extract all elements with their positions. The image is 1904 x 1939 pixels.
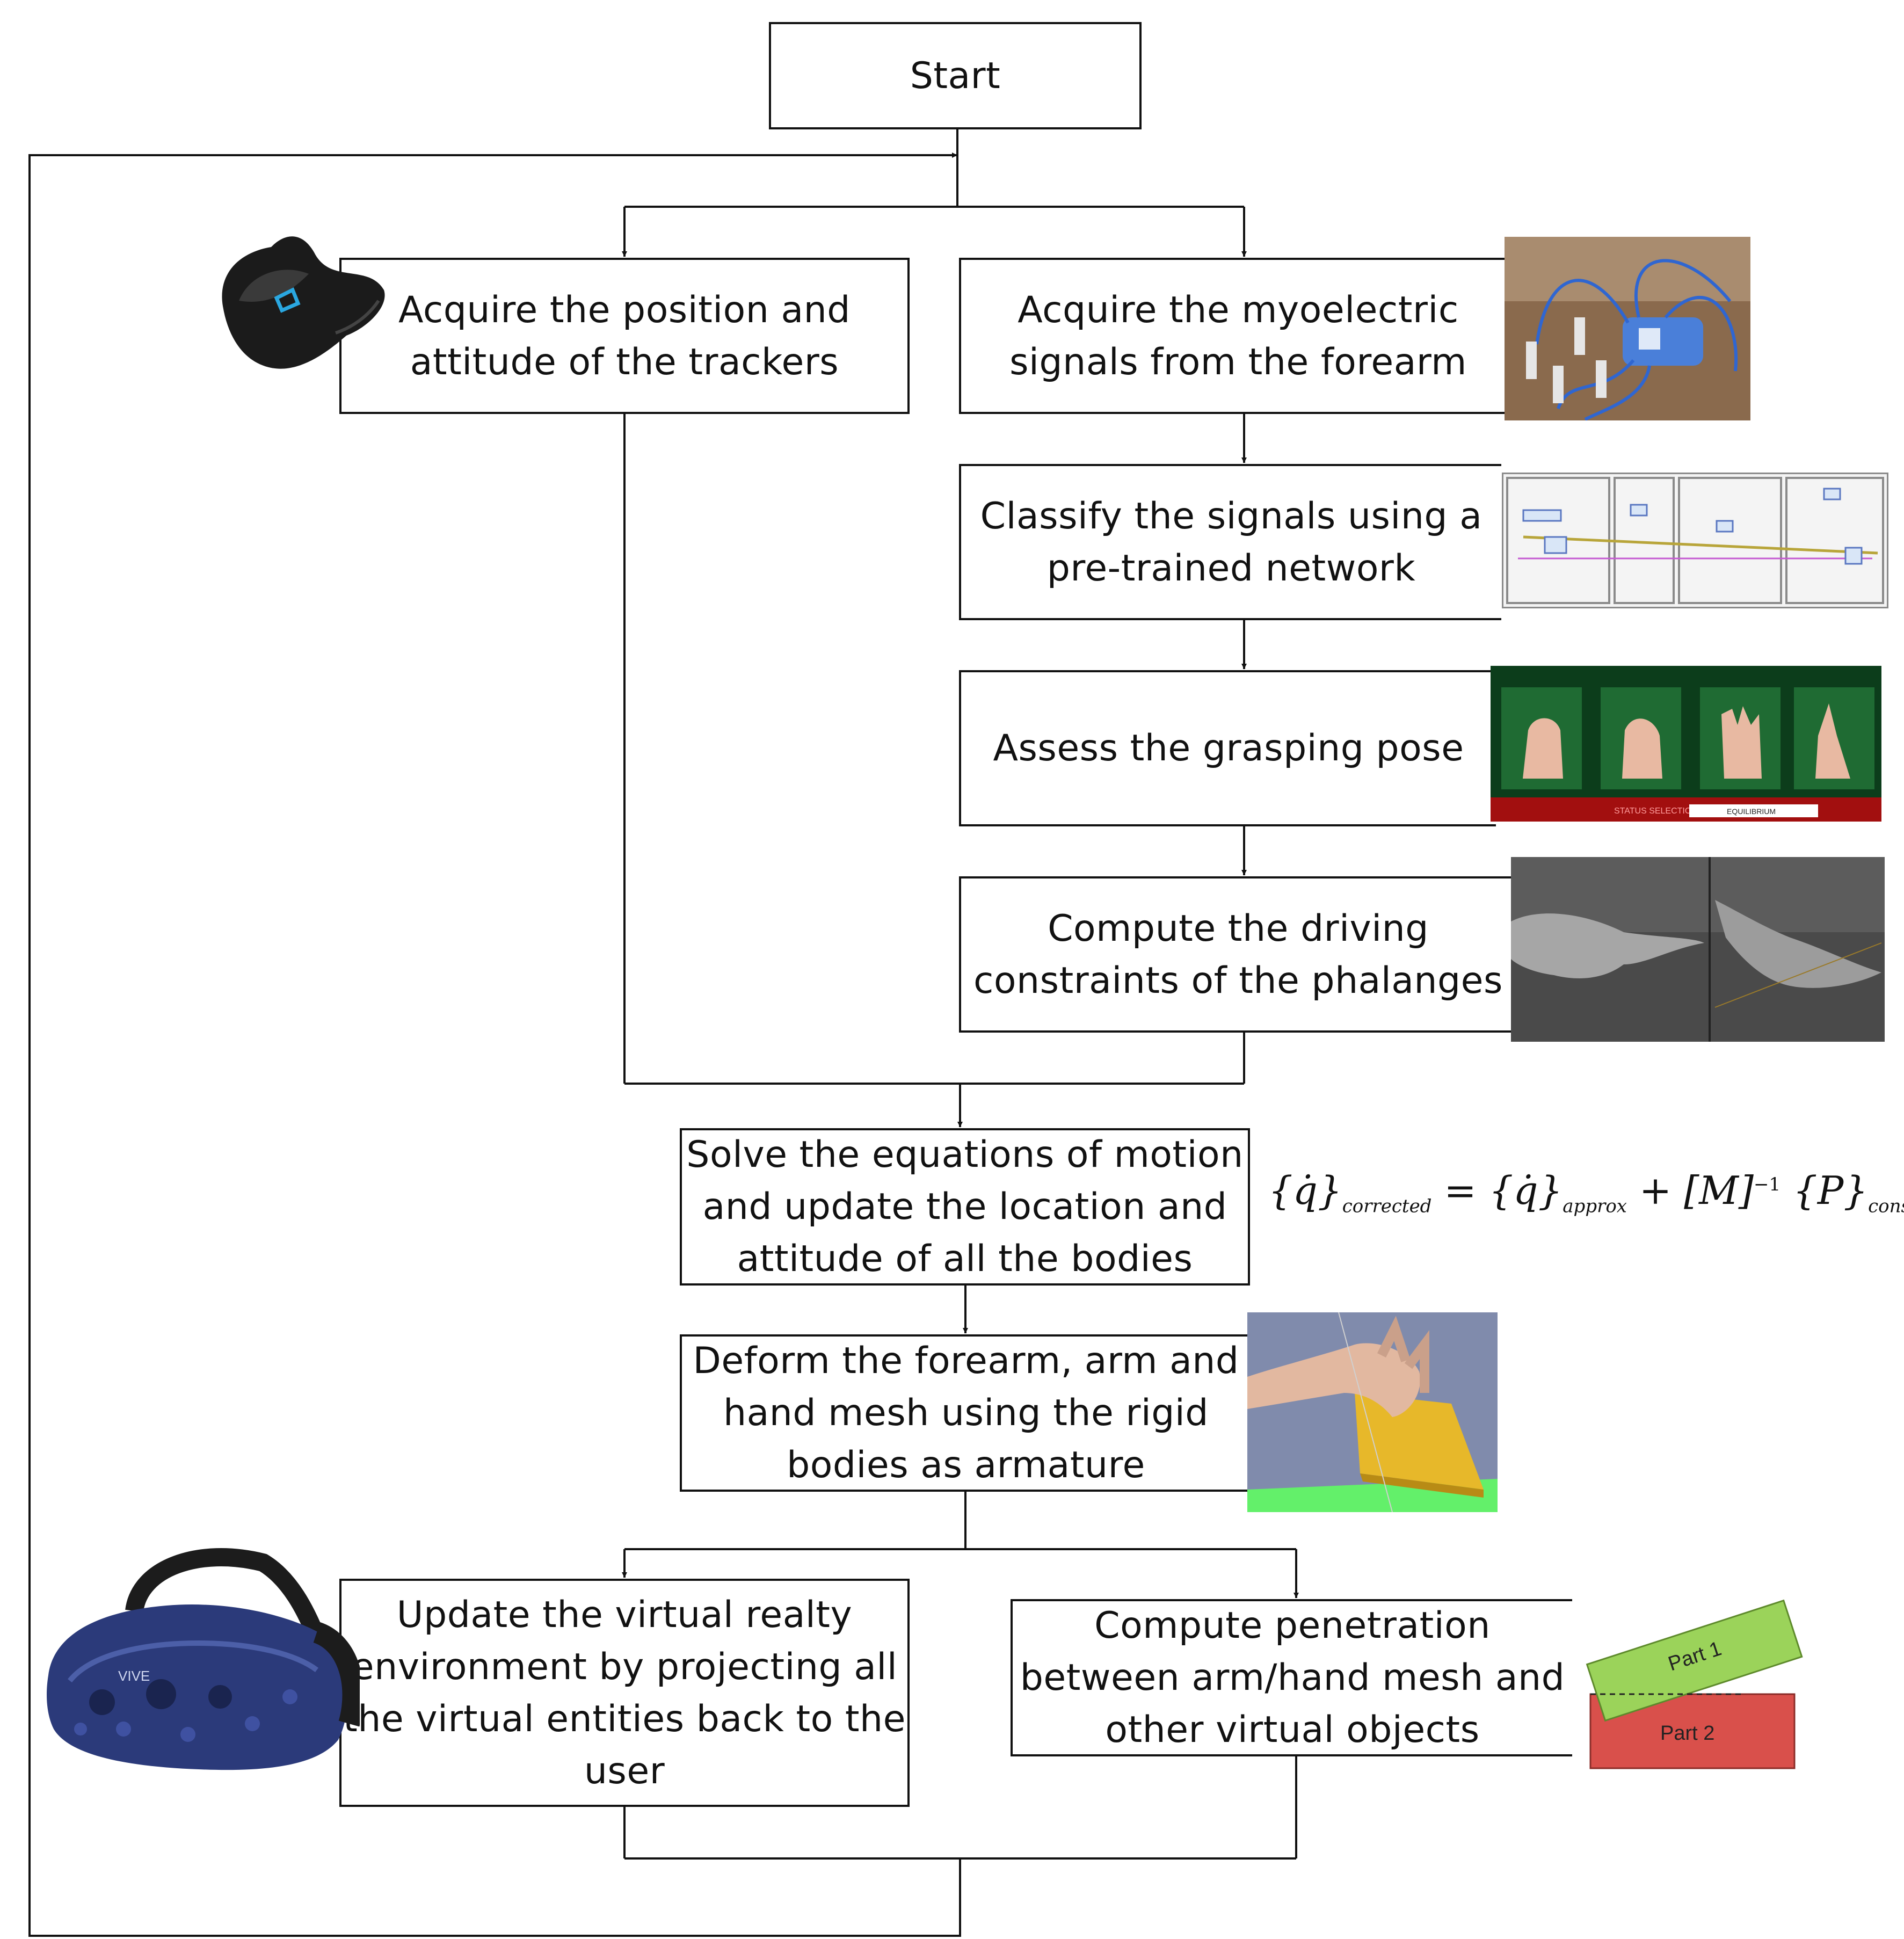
- vive-tracker-image: [222, 236, 385, 369]
- formula-term-2-sup: −1: [1754, 1174, 1781, 1195]
- update-vr-line-1: Update the virtual realty: [396, 1593, 853, 1636]
- formula-term-1-sub: approx: [1563, 1195, 1627, 1217]
- formula-term-3: {P}: [1793, 1168, 1869, 1213]
- trackers-line-1: Acquire the position and: [398, 288, 851, 331]
- update-vr-line-3: the virtual entities back to the: [343, 1697, 906, 1740]
- solve-line-1: Solve the equations of motion: [686, 1134, 1244, 1176]
- grasp-poses-image: STATUS SELECTION EQUILIBRIUM: [1491, 666, 1881, 822]
- solve-node: Solve the equations of motion and update…: [680, 1128, 1250, 1286]
- update-vr-node: Update the virtual realty environment by…: [339, 1579, 910, 1807]
- update-vr-line-2: environment by projecting all: [351, 1645, 898, 1688]
- formula-eq: =: [1444, 1168, 1477, 1213]
- constraint-formula: {q̇}corrected = {q̇}approx + [M]−1 {P}co…: [1268, 1168, 1904, 1217]
- solve-line-2: and update the location and: [702, 1186, 1227, 1228]
- classify-line-1: Classify the signals using a: [980, 495, 1482, 538]
- classify-node: Classify the signals using a pre-trained…: [959, 464, 1501, 620]
- penetration-node: Compute penetration between arm/hand mes…: [1011, 1599, 1572, 1756]
- start-label: Start: [910, 54, 1001, 97]
- myoelectric-line-1: Acquire the myoelectric: [1018, 288, 1459, 331]
- poses-value: EQUILIBRIUM: [1727, 807, 1776, 816]
- constraints-line-1: Compute the driving: [1048, 907, 1429, 950]
- part-1-block: [1586, 1599, 1803, 1722]
- trackers-line-2: attitude of the trackers: [410, 340, 839, 383]
- part-2-label: Part 2: [1660, 1722, 1714, 1745]
- penetration-line-1: Compute penetration: [1094, 1604, 1491, 1647]
- poses-caption: STATUS SELECTION: [1614, 807, 1698, 816]
- constraints-node: Compute the driving constraints of the p…: [959, 876, 1515, 1033]
- myoelectric-node: Acquire the myoelectric signals from the…: [959, 258, 1515, 414]
- deformed-hand-image: [1247, 1312, 1498, 1512]
- solve-line-3: attitude of all the bodies: [737, 1238, 1193, 1280]
- deform-node: Deform the forearm, arm and hand mesh us…: [680, 1334, 1250, 1492]
- vive-headset-image: VIVE: [47, 1548, 360, 1770]
- penetration-line-3: other virtual objects: [1105, 1709, 1480, 1751]
- trackers-node: Acquire the position and attitude of the…: [339, 258, 910, 414]
- formula-plus: +: [1639, 1168, 1672, 1213]
- deform-line-2: hand mesh using the rigid: [723, 1392, 1209, 1434]
- formula-lhs-sub: corrected: [1342, 1195, 1432, 1217]
- classify-line-2: pre-trained network: [1047, 547, 1416, 590]
- phalanges-render-image: [1511, 857, 1885, 1042]
- formula-term-1: {q̇}: [1488, 1168, 1563, 1213]
- part-overlap-image: Part 1 Part 2: [1586, 1599, 1803, 1769]
- constraints-line-2: constraints of the phalanges: [973, 959, 1503, 1002]
- formula-lhs: {q̇}: [1268, 1168, 1342, 1213]
- formula-term-3-sub: constraint: [1868, 1195, 1904, 1217]
- formula-term-2: [M]: [1684, 1168, 1754, 1213]
- penetration-line-2: between arm/hand mesh and: [1020, 1657, 1565, 1699]
- myoelectric-line-2: signals from the forearm: [1009, 340, 1467, 383]
- headset-brand: VIVE: [118, 1668, 150, 1684]
- grasping-line-1: Assess the grasping pose: [993, 727, 1464, 769]
- deform-line-3: bodies as armature: [787, 1444, 1145, 1486]
- grasping-node: Assess the grasping pose: [959, 670, 1496, 826]
- edge-loop: [28, 152, 961, 1937]
- myoelectric-device-image: [1505, 237, 1750, 420]
- labview-network-image: [1502, 473, 1888, 608]
- deform-line-1: Deform the forearm, arm and: [693, 1340, 1239, 1382]
- update-vr-line-4: user: [584, 1749, 665, 1792]
- start-node: Start: [769, 22, 1142, 129]
